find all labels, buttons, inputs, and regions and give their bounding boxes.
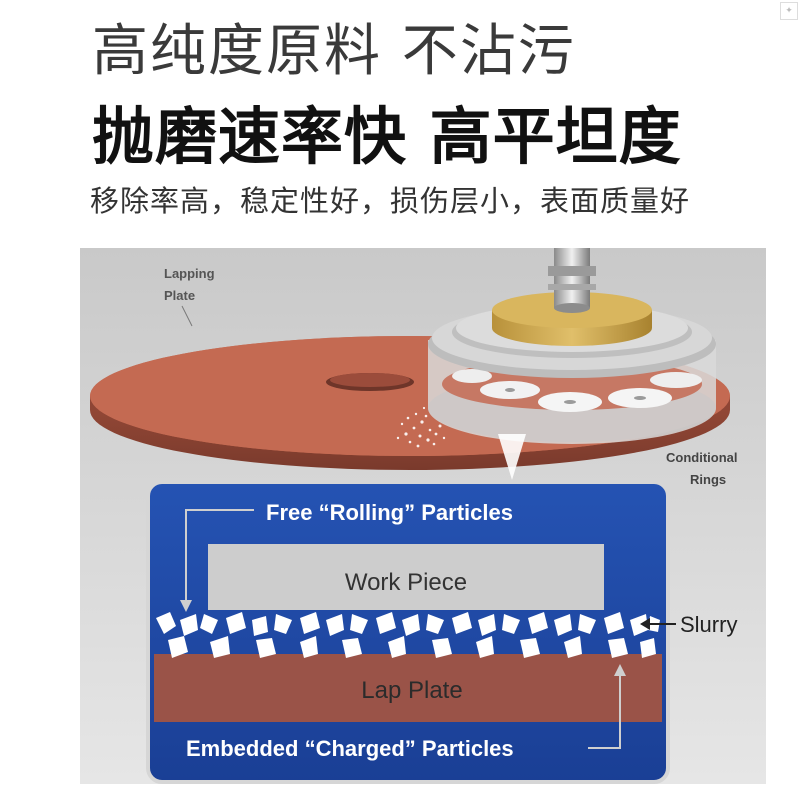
lapping-diagram: Lapping Plate Conditional Rings bbox=[80, 248, 766, 784]
detail-panel bbox=[146, 480, 670, 784]
free-particles-arrow bbox=[180, 509, 254, 612]
free-particles-label: Free “Rolling” Particles bbox=[266, 500, 513, 525]
headline-secondary: 抛磨速率快 高平坦度 bbox=[92, 100, 682, 173]
lapping-plate-label-line1: Lapping bbox=[164, 266, 215, 281]
headline-primary: 高纯度原料 不沾污 bbox=[92, 19, 576, 84]
feature-subline: 移除率高，稳定性好，损伤层小，表面质量好 bbox=[90, 184, 691, 218]
conditioning-ring-assembly bbox=[428, 248, 716, 444]
slurry-particles bbox=[156, 612, 660, 658]
lapping-plate-label-line2: Plate bbox=[164, 288, 195, 303]
work-piece-block bbox=[208, 544, 604, 610]
conditional-rings-label-line2: Rings bbox=[690, 472, 726, 487]
lap-plate-layer bbox=[154, 654, 662, 722]
slurry-arrow bbox=[640, 618, 676, 630]
embedded-particles-arrow bbox=[588, 664, 626, 749]
corner-watermark: ✦ bbox=[780, 2, 798, 20]
slurry-spray bbox=[396, 406, 446, 448]
lap-plate-label: Lap Plate bbox=[361, 677, 462, 704]
slurry-label: Slurry bbox=[680, 612, 737, 637]
conditional-rings-label-line1: Conditional bbox=[666, 450, 738, 465]
embedded-particles-label: Embedded “Charged” Particles bbox=[186, 736, 514, 761]
work-piece-label: Work Piece bbox=[345, 569, 467, 596]
callout-pointer bbox=[498, 434, 526, 480]
